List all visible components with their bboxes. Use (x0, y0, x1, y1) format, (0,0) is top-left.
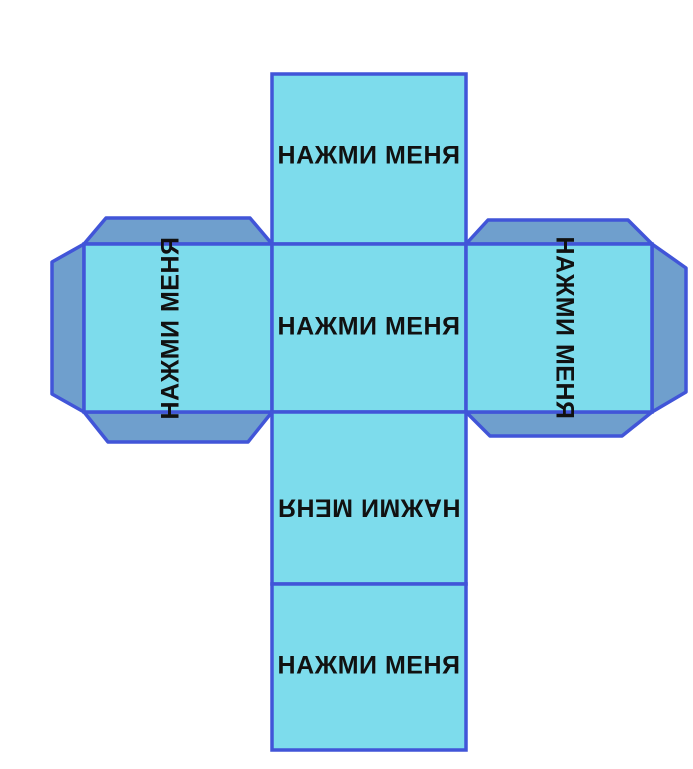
top-face[interactable] (270, 72, 468, 246)
right-face-right-flap (650, 242, 688, 414)
left-face-label: НАЖМИ МЕНЯ (157, 237, 185, 420)
left-face[interactable] (82, 242, 274, 414)
center-face-label: НАЖМИ МЕНЯ (278, 313, 461, 341)
left-face-left-flap (50, 242, 86, 414)
bottom-face-label: НАЖМИ МЕНЯ (278, 652, 461, 680)
top-face-label: НАЖМИ МЕНЯ (278, 142, 461, 170)
lower-face[interactable] (270, 410, 468, 586)
right-face-label: НАЖМИ МЕНЯ (550, 237, 578, 420)
bottom-face[interactable] (270, 582, 468, 752)
right-face[interactable] (464, 242, 654, 414)
lower-face-label: НАЖМИ МЕНЯ (278, 493, 461, 521)
